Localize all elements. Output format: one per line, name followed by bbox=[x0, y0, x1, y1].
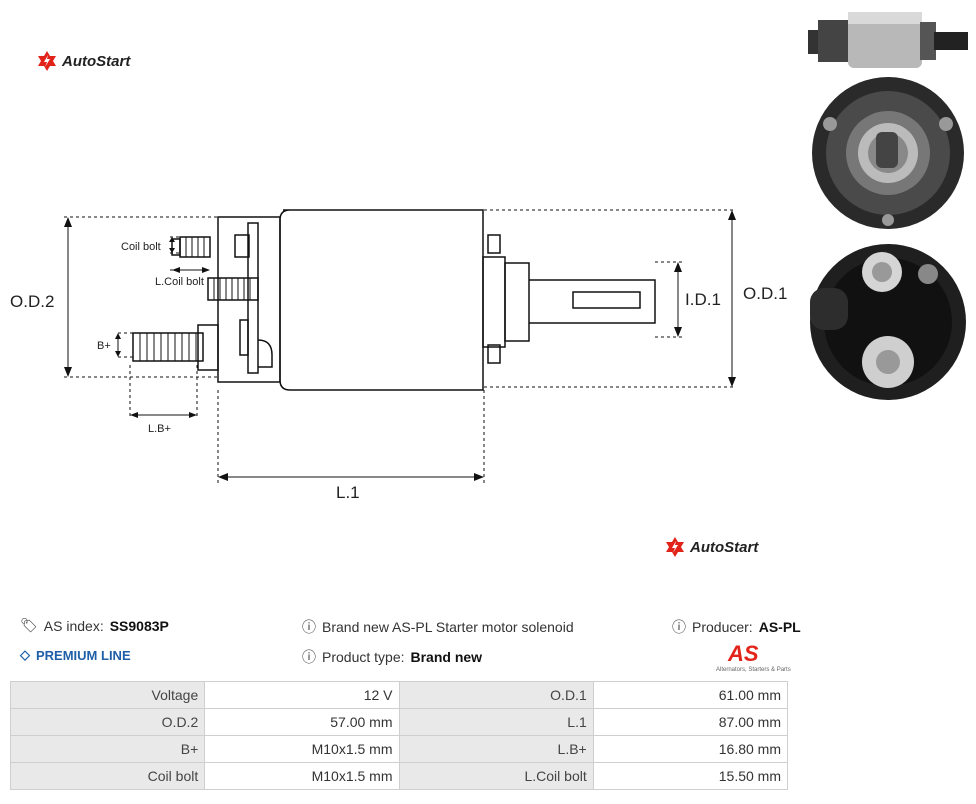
lb-label: L.B+ bbox=[148, 423, 171, 435]
spec-value: 57.00 mm bbox=[204, 708, 400, 736]
diamond-icon: ◇ bbox=[20, 647, 30, 662]
tags-icon: 🏷 bbox=[20, 617, 38, 633]
spec-value: M10x1.5 mm bbox=[204, 762, 400, 790]
spec-label: O.D.2 bbox=[9, 708, 206, 736]
od2-label: O.D.2 bbox=[10, 292, 54, 311]
as-pl-logo-text: AS bbox=[727, 641, 759, 666]
product-type-label: Product type: bbox=[322, 649, 405, 665]
autostart-logo-icon bbox=[666, 537, 684, 557]
spec-label: Coil bolt bbox=[9, 762, 206, 790]
spec-value: 12 V bbox=[204, 681, 400, 709]
as-index-value: SS9083P bbox=[109, 617, 169, 634]
as-pl-logo: AS Alternators, Starters & Parts bbox=[716, 641, 791, 673]
spec-label: Voltage bbox=[9, 681, 206, 709]
producer-value: AS-PL bbox=[758, 619, 801, 635]
product-photo-back bbox=[812, 77, 964, 229]
id1-label: I.D.1 bbox=[685, 290, 721, 309]
table-row: B+ M10x1.5 mm L.B+ 16.80 mm bbox=[9, 735, 789, 763]
description-info: ⓘ Brand new AS-PL Starter motor solenoid bbox=[302, 617, 574, 637]
as-index-label: AS index: bbox=[43, 617, 104, 634]
info-icon: ⓘ bbox=[302, 619, 316, 635]
od1-label: O.D.1 bbox=[743, 284, 787, 303]
spec-value: 61.00 mm bbox=[592, 681, 789, 709]
producer-info: ⓘ Producer: AS-PL bbox=[672, 617, 801, 637]
table-row: Coil bolt M10x1.5 mm L.Coil bolt 15.50 m… bbox=[9, 762, 789, 790]
info-icon: ⓘ bbox=[302, 649, 316, 665]
spec-label: B+ bbox=[9, 735, 206, 763]
spec-label: O.D.1 bbox=[398, 681, 594, 709]
table-row: Voltage 12 V O.D.1 61.00 mm bbox=[9, 681, 789, 709]
autostart-logo-bottom: AutoStart bbox=[664, 536, 758, 558]
spec-value: M10x1.5 mm bbox=[204, 735, 400, 763]
spec-label: L.Coil bolt bbox=[398, 762, 594, 790]
product-description: Brand new AS-PL Starter motor solenoid bbox=[322, 619, 574, 635]
premium-line-badge: ◇ PREMIUM LINE bbox=[20, 647, 131, 663]
product-type-info: ⓘ Product type: Brand new bbox=[302, 647, 482, 667]
spec-value: 16.80 mm bbox=[592, 735, 789, 763]
as-pl-tagline: Alternators, Starters & Parts bbox=[716, 667, 791, 673]
premium-line-label: PREMIUM LINE bbox=[36, 647, 131, 663]
spec-label: L.1 bbox=[398, 708, 594, 736]
product-photo-side bbox=[808, 12, 968, 68]
autostart-logo-icon bbox=[38, 51, 56, 71]
info-icon: ⓘ bbox=[672, 619, 686, 635]
bplus-label: B+ bbox=[97, 340, 111, 352]
autostart-logo: AutoStart bbox=[36, 50, 130, 72]
producer-label: Producer: bbox=[692, 619, 753, 635]
table-row: O.D.2 57.00 mm L.1 87.00 mm bbox=[9, 708, 789, 736]
specification-table: Voltage 12 V O.D.1 61.00 mm O.D.2 57.00 … bbox=[9, 681, 789, 790]
spec-label: L.B+ bbox=[398, 735, 594, 763]
product-photo-terminals bbox=[810, 244, 966, 400]
product-type-value: Brand new bbox=[410, 649, 483, 665]
autostart-logo-text: AutoStart bbox=[62, 52, 131, 70]
l-coil-bolt-label: L.Coil bolt bbox=[155, 276, 204, 288]
spec-value: 87.00 mm bbox=[592, 708, 789, 736]
solenoid-dimension-diagram: O.D.2 O.D.1 I.D.1 L.1 L.B+ B+ Coil bolt … bbox=[10, 209, 787, 502]
l1-label: L.1 bbox=[336, 483, 360, 502]
coil-bolt-label: Coil bolt bbox=[121, 241, 161, 253]
as-index-info: 🏷 AS index: SS9083P bbox=[20, 617, 169, 634]
spec-value: 15.50 mm bbox=[592, 762, 789, 790]
autostart-logo-text: AutoStart bbox=[690, 538, 759, 556]
